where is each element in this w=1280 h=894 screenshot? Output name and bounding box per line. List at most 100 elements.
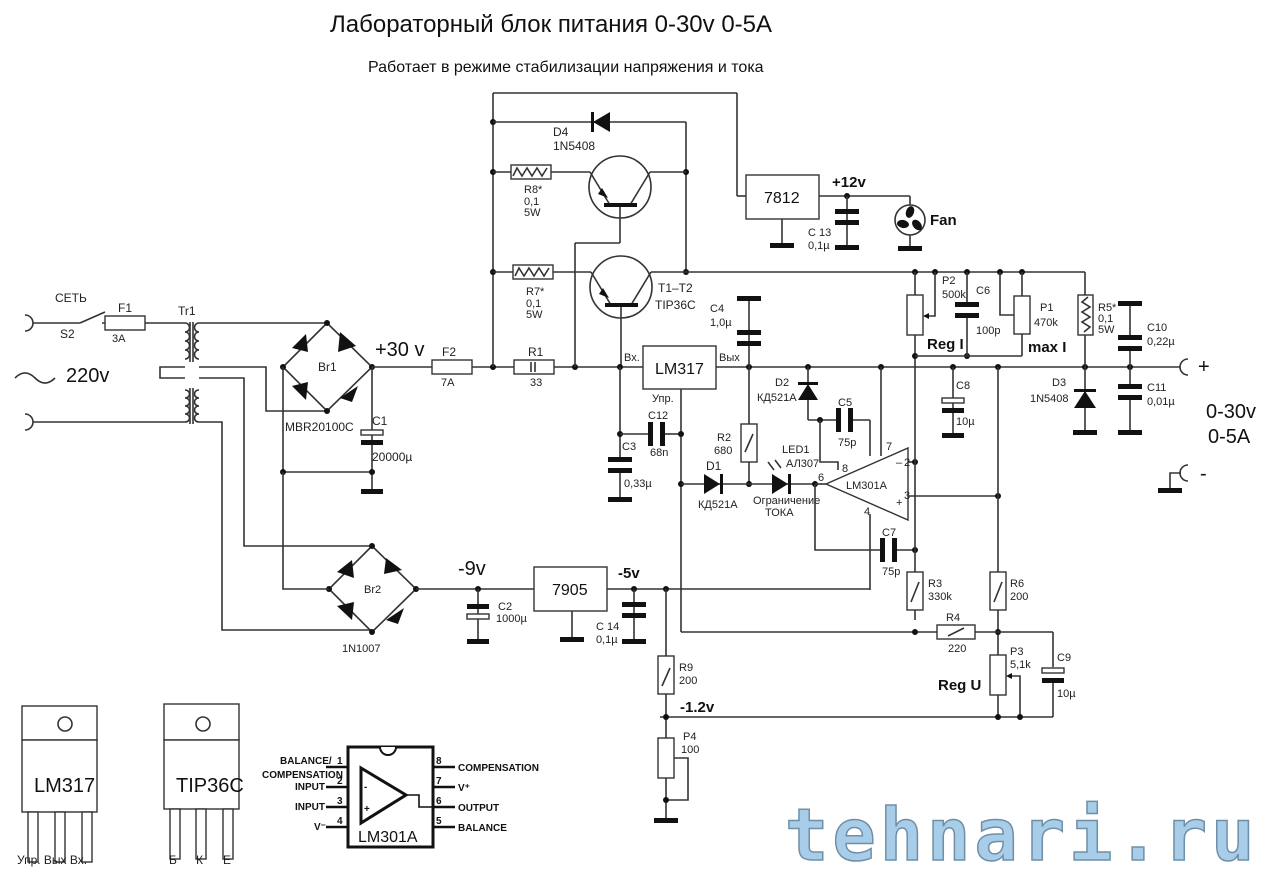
pot-p3-reg-u[interactable]: P3 5,1k Reg U [938,646,1031,717]
svg-text:220: 220 [948,643,966,655]
svg-text:ТОКА: ТОКА [765,507,794,519]
svg-text:8: 8 [842,463,848,475]
transistor-t1: T1–T2 TIP36C [553,255,696,367]
svg-text:75p: 75p [882,566,900,578]
fuse-f1 [104,315,146,331]
resistor-r6: R6 200 [989,571,1028,611]
output-range-current: 0-5A [1208,426,1251,448]
svg-text:+: + [1198,356,1210,378]
svg-text:3: 3 [337,796,343,807]
svg-text:5W: 5W [1098,324,1115,336]
svg-text:0,1: 0,1 [524,196,539,208]
svg-text:C4: C4 [710,303,724,315]
capacitor-c3: C3 0,33µ [608,441,652,502]
svg-text:C8: C8 [956,380,970,392]
svg-text:33: 33 [530,377,542,389]
svg-text:OUTPUT: OUTPUT [458,803,499,814]
svg-text:Br2: Br2 [364,584,381,596]
svg-text:Вых: Вых [719,352,740,364]
pot-p1-max-i[interactable]: P1 470k max I [999,272,1066,356]
diode-d2: D2 КД521А [757,367,818,420]
svg-text:1000µ: 1000µ [496,613,527,625]
svg-text:7812: 7812 [764,190,800,207]
svg-text:4: 4 [864,506,870,518]
transistor-t2 [551,155,686,244]
switch-s2[interactable] [79,311,106,324]
capacitor-c6: C6 100p [955,272,1000,356]
svg-text:Ограничение: Ограничение [753,495,820,507]
switch-ref: S2 [60,327,75,341]
diode-d4: D4 1N5408 [493,112,686,153]
watermark-logo: tehnari.ru [785,793,1258,877]
svg-text:C12: C12 [648,410,668,422]
resistor-r7: R7* 0,1 5W [493,264,554,321]
svg-text:COMPENSATION: COMPENSATION [262,770,343,781]
svg-text:D4: D4 [553,125,569,139]
bridge-br1: Br1 MBR20100C [280,320,375,434]
voltage-minus1-2: -1.2v [680,699,715,716]
svg-text:-: - [1200,463,1207,485]
svg-text:C6: C6 [976,285,990,297]
svg-text:LM301A: LM301A [358,829,418,846]
svg-text:V⁺: V⁺ [458,783,470,794]
fuse-f1-ref: F1 [118,301,132,315]
svg-text:-: - [364,782,367,793]
pinout-lm301a: - + LM301A 1 BALANCE/ COMPENSATION 2 INP… [262,745,539,849]
svg-text:5,1k: 5,1k [1010,659,1031,671]
output-terminal-plus[interactable] [1179,358,1189,376]
pot-p2-reg-i[interactable]: P2 500k Reg I [906,272,966,620]
mains-input: СЕТЬ S2 F1 3A 220v Tr1 [14,291,200,431]
svg-text:R6: R6 [1010,578,1024,590]
svg-text:0,33µ: 0,33µ [624,478,652,490]
capacitor-c11: C11 0,01µ [1118,367,1175,435]
svg-text:C11: C11 [1147,382,1166,394]
svg-text:АЛ307: АЛ307 [786,458,819,470]
resistor-r5: R5* 0,1 5W [1077,272,1117,367]
svg-text:6: 6 [436,796,442,807]
svg-text:Fan: Fan [930,212,957,229]
ac-symbol-icon [14,372,56,384]
svg-text:BALANCE/: BALANCE/ [280,756,332,767]
pot-p4[interactable]: P4 100 [654,731,699,823]
svg-text:Reg U: Reg U [938,677,981,694]
transformer-tr1: Tr1 [159,304,200,424]
svg-text:5W: 5W [526,309,543,321]
svg-text:200: 200 [1010,591,1028,603]
svg-text:V⁻: V⁻ [314,822,326,833]
regulator-7905: 7905 [533,566,608,642]
svg-text:C2: C2 [498,601,512,613]
svg-text:Упр. Вых Вх.: Упр. Вых Вх. [17,853,87,867]
svg-text:LED1: LED1 [782,444,810,456]
svg-text:75p: 75p [838,437,856,449]
svg-text:1: 1 [337,756,343,767]
svg-text:LM317: LM317 [655,361,704,378]
svg-text:D1: D1 [706,459,722,473]
capacitor-c5: C5 75p [836,397,856,449]
voltage-minus9: -9v [458,558,486,580]
svg-text:100p: 100p [976,325,1000,337]
svg-text:Е: Е [223,853,231,867]
svg-text:Reg I: Reg I [927,336,964,353]
regulator-lm317: LM317 Вх. Вых Упр. [624,345,740,405]
svg-text:100: 100 [681,744,699,756]
svg-text:TIP36C: TIP36C [655,298,696,312]
voltage-plus30: +30 v [375,339,424,361]
svg-text:R7*: R7* [526,286,545,298]
svg-text:4: 4 [337,816,343,827]
regulator-7812: 7812 [745,174,820,248]
svg-text:D3: D3 [1052,377,1066,389]
svg-text:D2: D2 [775,377,789,389]
capacitor-c4: C4 1,0µ [710,296,761,367]
capacitor-c12: C12 68n [648,410,668,459]
svg-text:P3: P3 [1010,646,1023,658]
svg-text:КД521А: КД521А [757,392,797,404]
page-title: Лабораторный блок питания 0-30v 0-5A [330,11,772,38]
svg-text:R2: R2 [717,432,731,444]
svg-text:1N1007: 1N1007 [342,643,381,655]
svg-text:max I: max I [1028,339,1066,356]
svg-text:F2: F2 [442,345,456,359]
fuse-f2 [431,359,473,375]
svg-text:C3: C3 [622,441,636,453]
output-terminal-minus[interactable] [1179,464,1189,482]
